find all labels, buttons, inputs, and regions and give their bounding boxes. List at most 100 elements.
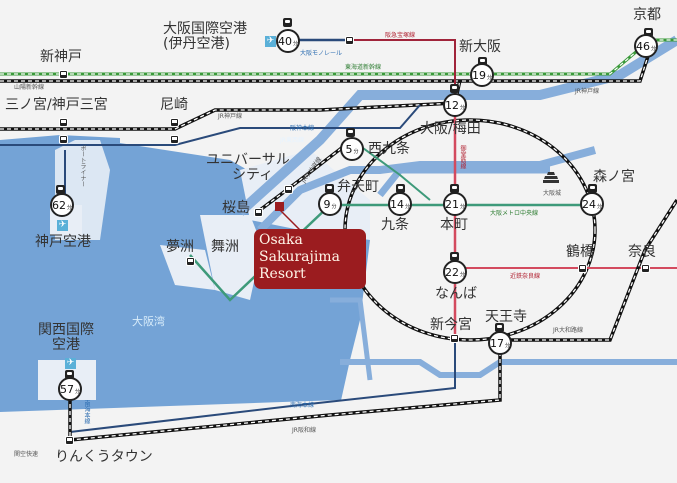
station-icon (578, 264, 587, 273)
shinkansen-line (0, 38, 677, 76)
airplane-icon: ✈ (57, 220, 68, 231)
train-icon (283, 18, 292, 27)
station-icon (254, 208, 263, 217)
yodo-river-label: JR東西線 (280, 137, 304, 144)
kyoto-label: 京都 (633, 7, 661, 23)
okawa-river (377, 166, 550, 198)
monorail-line-label: 大阪モノレール (300, 50, 343, 57)
yumeshima-label: 夢洲 (166, 239, 194, 255)
resort-location-pin[interactable] (275, 202, 284, 211)
chuo-line-label: 大阪メトロ中央線 (490, 210, 539, 217)
train-icon (450, 84, 459, 93)
nishikujo-label: 西九条 (368, 141, 410, 157)
station-icon (59, 70, 68, 79)
shin-imamiya-label: 新今宮 (430, 317, 472, 333)
kizu-river (330, 297, 373, 381)
yumeshima-island (160, 245, 215, 290)
station-icon (59, 135, 68, 144)
namba-label: なんば (435, 286, 477, 302)
train-icon (346, 128, 355, 137)
train-icon (65, 370, 74, 379)
jr-kyoto-line-label: JR神戸線 (575, 88, 599, 95)
kansai-airport-label: 関西国際空港 (38, 322, 94, 353)
yamato-river (340, 359, 677, 378)
station-icon (284, 185, 293, 194)
hankyu-line (350, 39, 456, 100)
jr-kobe-line-label: JR神戸線 (218, 113, 242, 120)
nankai-line (69, 340, 456, 433)
station-icon (450, 334, 459, 343)
sanyo-shinkansen-label: 山陽新幹線 (14, 84, 45, 91)
train-icon (478, 57, 487, 66)
train-icon (325, 184, 334, 193)
train-icon (56, 185, 65, 194)
itami-airport-label: 大阪国際空港(伊丹空港) (163, 21, 247, 52)
osaka-umeda-label: 大阪/梅田 (420, 121, 481, 137)
shinkansen-line-label: 東海道新幹線 (345, 64, 382, 71)
train-icon (644, 28, 653, 37)
resort-name-line1: Osaka (259, 232, 303, 248)
station-icon (170, 135, 179, 144)
aji-river (257, 146, 597, 233)
osaka-castle-icon (543, 172, 559, 183)
station-icon (345, 36, 354, 45)
airplane-icon: ✈ (65, 358, 76, 369)
nankai-airport-line-label: 南海本線 (83, 400, 90, 424)
station-icon (65, 436, 74, 445)
train-icon (450, 252, 459, 261)
hanshin-namba-line (351, 139, 431, 201)
kintetsu-line-label: 近鉄奈良線 (510, 273, 541, 280)
kanku-line-label: 関空快速 (14, 451, 39, 458)
tennoji-label: 天王寺 (485, 309, 527, 325)
sakurajima-label: 桜島 (222, 200, 250, 216)
maishima-island (200, 215, 262, 300)
hanshin-line-label: 阪神本線 (290, 125, 315, 132)
morinomiya-label: 森ノ宮 (593, 169, 635, 185)
kobe-airport-label: 神戸空港 (35, 234, 91, 250)
midosuji-line-label: 御堂筋線 (459, 145, 466, 169)
station-icon (641, 264, 650, 273)
nankai-line-label: 南海本線 (290, 402, 315, 409)
shin-osaka-label: 新大阪 (459, 39, 501, 55)
rinku-town-label: りんくうタウン (55, 449, 153, 465)
osaka-bay-label: 大阪湾 (132, 315, 165, 328)
train-icon (588, 184, 597, 193)
train-icon (396, 184, 405, 193)
kujo-label: 九条 (381, 217, 409, 233)
station-icon (59, 118, 68, 127)
resort-name-line2: Sakurajima (259, 249, 340, 265)
amagasaki-label: 尼崎 (160, 97, 188, 113)
hommachi-label: 本町 (440, 217, 468, 233)
sannomiya-label: 三ノ宮/神戸三宮 (5, 97, 108, 113)
universal-city-label: ユニバーサルシティ (206, 152, 290, 183)
hanshin-line (0, 104, 421, 146)
coast-south (0, 388, 677, 479)
hankyu-line-label: 阪急宝塚線 (385, 32, 416, 39)
port-liner-label: ポートライナー (79, 145, 86, 187)
bentencho-label: 弁天町 (337, 179, 379, 195)
jr-hanwa-line-label: JR阪和線 (292, 427, 316, 434)
station-icon (170, 118, 179, 127)
jr-yamatoji-line (500, 199, 677, 342)
airplane-icon: ✈ (265, 36, 276, 47)
train-icon (450, 184, 459, 193)
resort-label-box[interactable]: Osaka Sakurajima Resort (254, 229, 366, 289)
jr-yamatoji-line-label: JR大和路線 (553, 327, 583, 334)
tsuruhashi-label: 鶴橋 (566, 244, 594, 260)
station-icon (186, 257, 195, 266)
nara-label: 奈良 (628, 244, 656, 260)
